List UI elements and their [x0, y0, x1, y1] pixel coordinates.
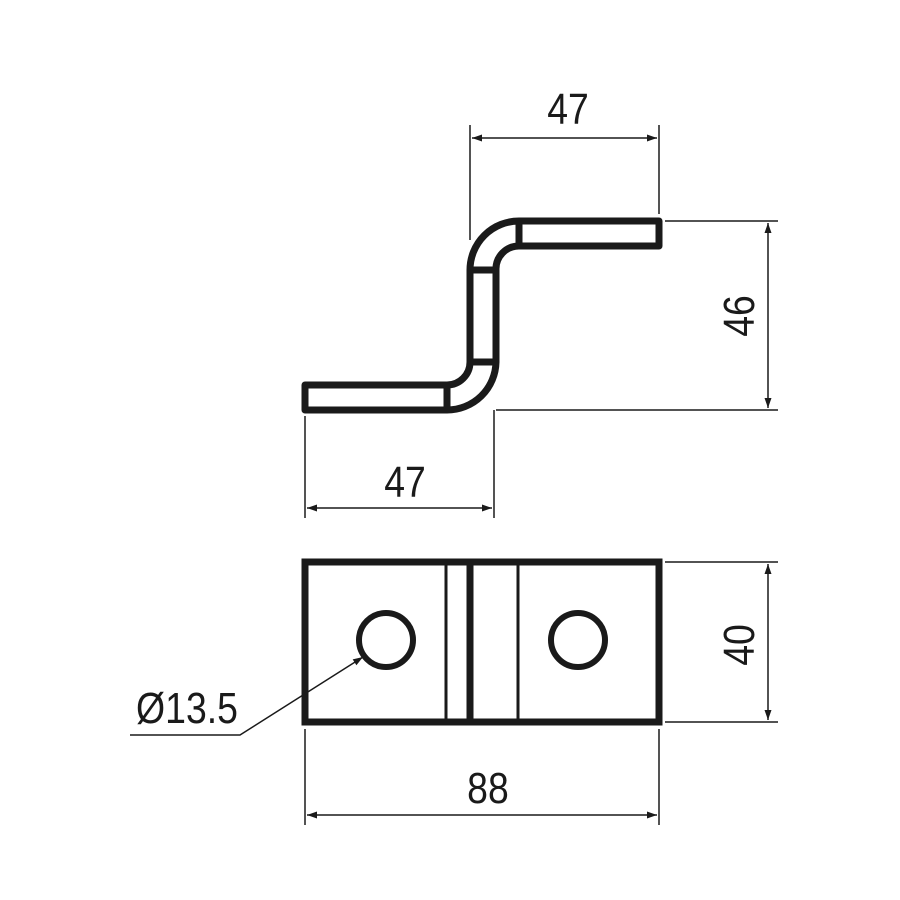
hole-left	[356, 610, 416, 670]
dim-height: 46	[714, 295, 764, 337]
top-view-plate	[301, 558, 663, 726]
dim-hole-diameter: Ø13.5	[136, 683, 238, 733]
top-view-dimensions	[130, 561, 778, 825]
dim-bottom-width: 47	[384, 457, 426, 507]
hole-leader-line	[130, 656, 364, 736]
dim-width: 40	[714, 624, 764, 666]
side-view-bracket	[301, 217, 663, 414]
hole-right	[548, 610, 608, 670]
side-view-dimensions	[304, 125, 778, 518]
dim-length: 88	[467, 763, 509, 813]
dim-top-width: 47	[547, 84, 589, 134]
